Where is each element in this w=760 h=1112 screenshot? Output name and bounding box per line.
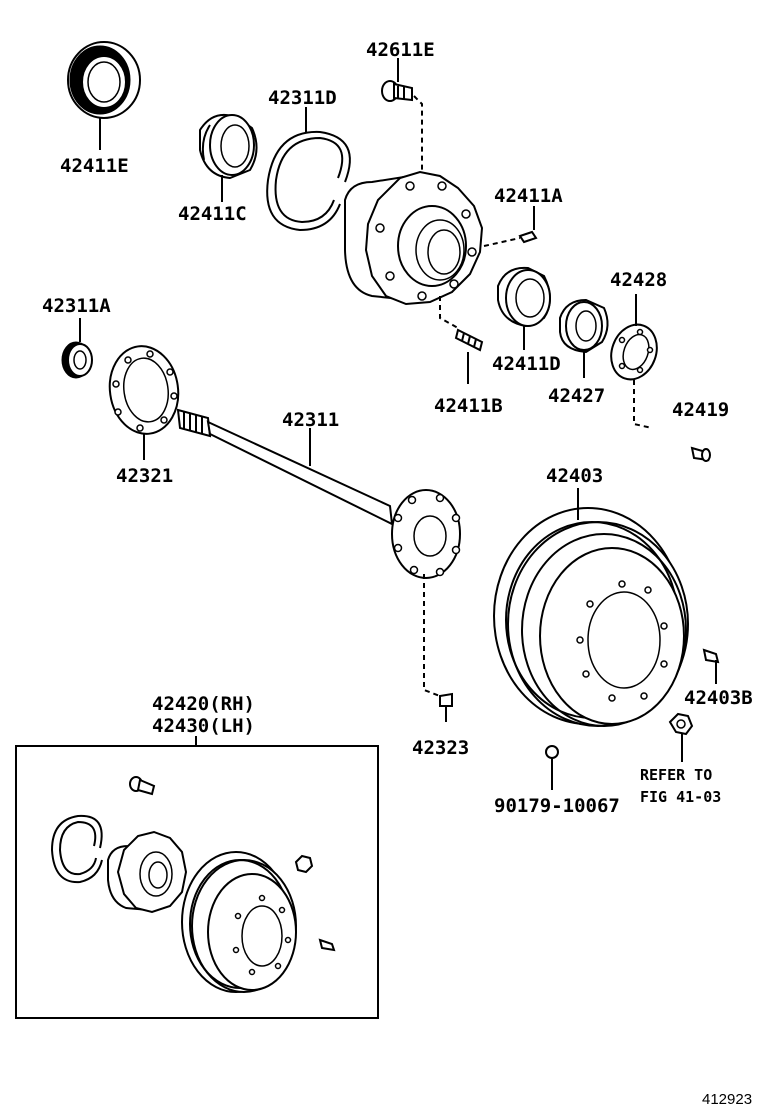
lock-washer-42428[interactable]	[604, 318, 664, 386]
assembly-box	[15, 745, 379, 1019]
stud-bolt-42411b[interactable]	[454, 328, 484, 352]
oil-seal-42311a[interactable]	[61, 341, 93, 379]
label-42311: 42311	[282, 409, 339, 431]
label-42323: 42323	[412, 737, 469, 759]
label-assembly-rh: 42420(RH)	[152, 693, 255, 715]
label-42403: 42403	[546, 465, 603, 487]
label-fig-41-03: FIG 41-03	[640, 788, 721, 806]
axle-hub[interactable]	[344, 170, 484, 306]
assembly-42420-42430[interactable]	[50, 776, 336, 993]
label-42611e: 42611E	[366, 39, 435, 61]
label-42321: 42321	[116, 465, 173, 487]
label-42411d: 42411D	[492, 353, 561, 375]
snap-ring-42311d[interactable]	[266, 130, 351, 232]
label-90179-10067: 90179-10067	[494, 795, 620, 817]
label-assembly-lh: 42430(LH)	[152, 715, 255, 737]
gasket-42321[interactable]	[104, 342, 184, 439]
plug-42403b[interactable]	[702, 648, 720, 684]
label-42411c: 42411C	[178, 203, 247, 225]
label-42427: 42427	[548, 385, 605, 407]
label-refer-to: REFER TO	[640, 766, 712, 784]
diagram-id: 412923	[702, 1091, 752, 1108]
label-42311d: 42311D	[268, 87, 337, 109]
pin-42411a[interactable]	[518, 230, 538, 244]
label-42411e: 42411E	[60, 155, 129, 177]
label-42411a: 42411A	[494, 185, 563, 207]
label-42411b: 42411B	[434, 395, 503, 417]
bearing-42411c[interactable]	[199, 114, 258, 180]
bearing-42411d[interactable]	[497, 266, 551, 328]
label-42428: 42428	[610, 269, 667, 291]
nut-42427[interactable]	[559, 298, 609, 354]
label-42311a: 42311A	[42, 295, 111, 317]
axle-shaft-42311[interactable]	[176, 408, 461, 579]
label-42419: 42419	[672, 399, 729, 421]
bolt-42323[interactable]	[439, 692, 453, 722]
screw-42419[interactable]	[690, 446, 711, 462]
hub-nut-refer[interactable]	[668, 712, 694, 762]
bolt-90179-10067[interactable]	[545, 745, 559, 790]
brake-drum-42403[interactable]	[493, 507, 689, 727]
hub-bolt-42611e[interactable]	[381, 80, 413, 102]
oil-seal-42411e[interactable]	[67, 41, 141, 119]
label-42403b: 42403B	[684, 687, 753, 709]
